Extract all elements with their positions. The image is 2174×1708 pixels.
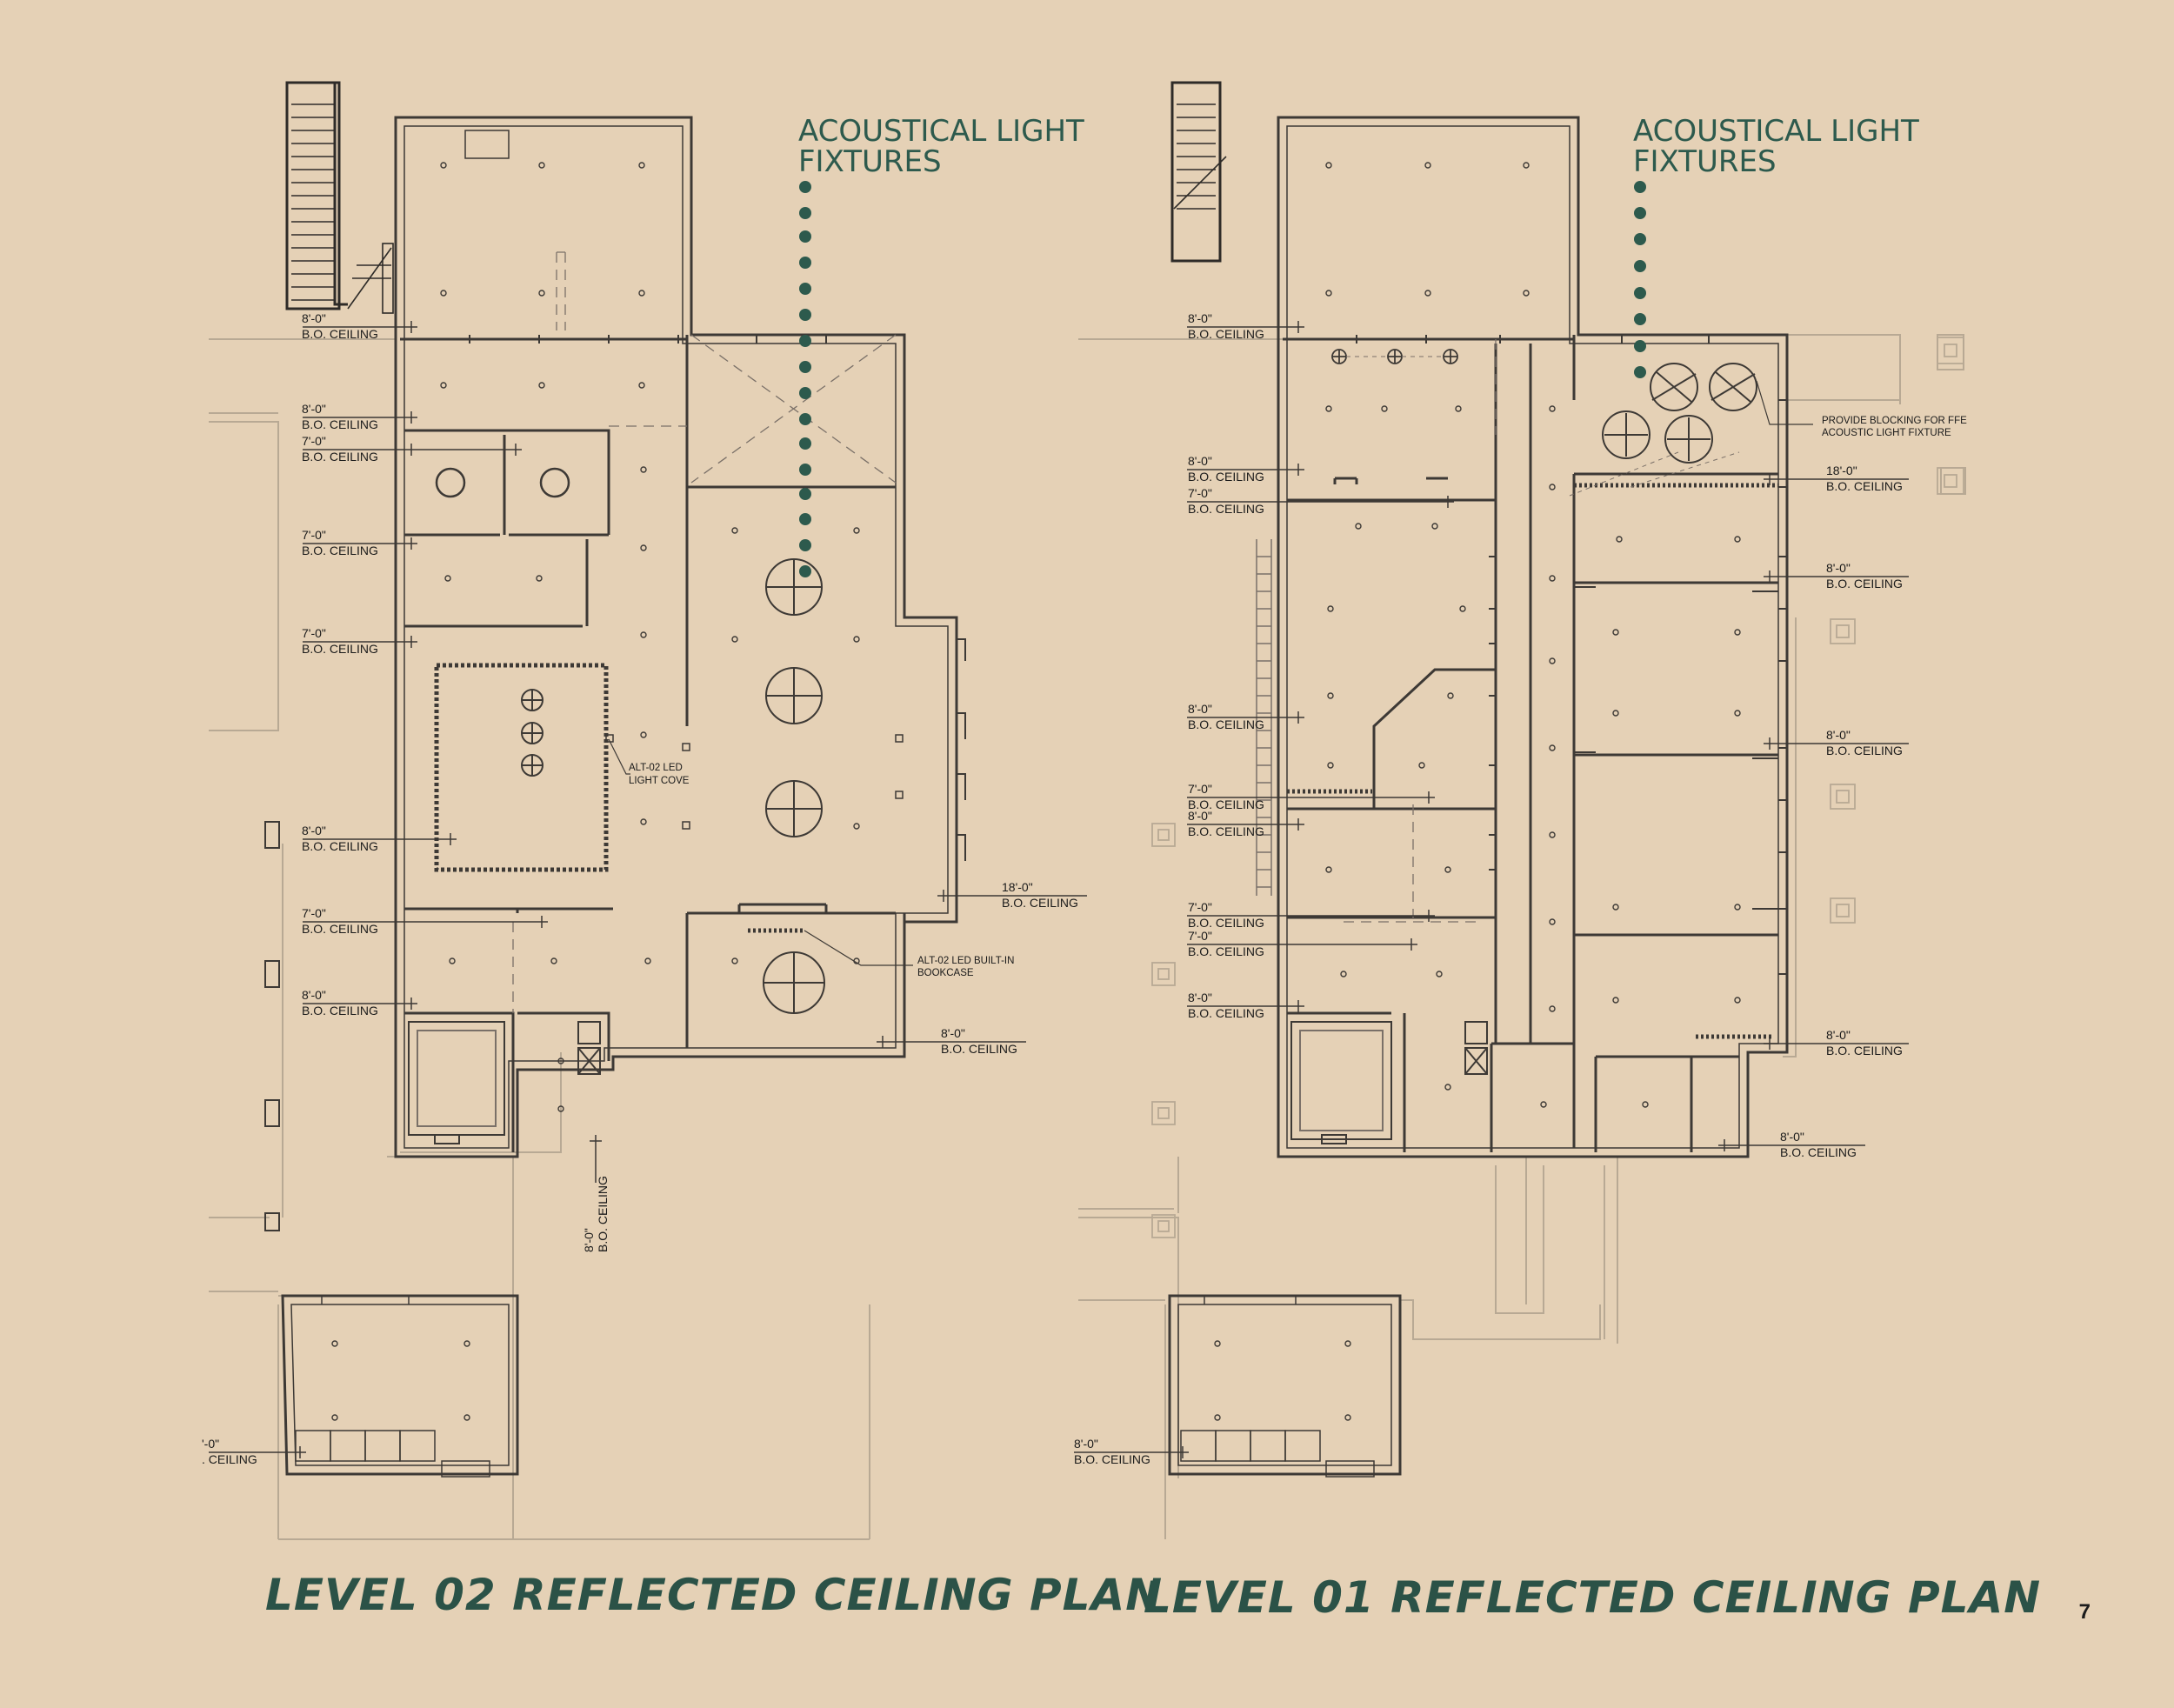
ceiling-tag-height: '-0" xyxy=(202,1437,219,1451)
ceiling-tag-suffix: B.O. CEILING xyxy=(302,417,378,431)
ceiling-tag-height: 18'-0" xyxy=(1002,880,1033,894)
ceiling-tag-suffix: B.O. CEILING xyxy=(1074,1452,1150,1466)
ceiling-tag-height: 7'-0" xyxy=(1188,900,1212,914)
ceiling-tag-height: 8'-0" xyxy=(302,988,326,1002)
bookcase-note-line1: ALT-02 LED BUILT-IN xyxy=(917,956,1014,966)
ceiling-tag-suffix: B.O. CEILING xyxy=(1780,1145,1857,1159)
ceiling-tag-suffix: B.O. CEILING xyxy=(1188,944,1264,958)
ceiling-tag-suffix: B.O. CEILING xyxy=(596,1176,610,1252)
ceiling-tag-suffix: B.O. CEILING xyxy=(1188,470,1264,484)
ceiling-tag-height: 8'-0" xyxy=(1826,561,1851,575)
ceiling-tag-height: 8'-0" xyxy=(302,824,326,837)
level02-labels: ACOUSTICAL LIGHT FIXTURES ALT-02 LED LIG… xyxy=(202,114,1084,1466)
ceiling-tag-height: 8'-0" xyxy=(1188,991,1212,1004)
acoustical-label-line2: FIXTURES xyxy=(1633,144,1777,179)
ceiling-tag-height: 7'-0" xyxy=(302,906,326,920)
ceiling-tag-height: 8'-0" xyxy=(302,311,326,325)
acoustical-label-line1: ACOUSTICAL LIGHT xyxy=(1633,114,1919,149)
cove-note-line2: LIGHT COVE xyxy=(629,776,690,786)
ceiling-tag-suffix: B.O. CEILING xyxy=(1826,1044,1903,1057)
ceiling-tag-height: 8'-0" xyxy=(302,402,326,416)
ceiling-tag-suffix: B.O. CEILING xyxy=(1002,896,1078,910)
ceiling-tag-suffix: . CEILING xyxy=(202,1452,257,1466)
ceiling-tag-suffix: B.O. CEILING xyxy=(1188,916,1264,930)
ceiling-tag-height: 7'-0" xyxy=(302,434,326,448)
ceiling-tag-suffix: B.O. CEILING xyxy=(1826,744,1903,757)
ceiling-tag-suffix: B.O. CEILING xyxy=(302,922,378,936)
level01-labels: ACOUSTICAL LIGHT FIXTURES PROVIDE BLOCKI… xyxy=(1074,114,1967,1466)
level02-title: LEVEL 02 REFLECTED CEILING PLAN xyxy=(265,1570,1164,1620)
blocking-note-line1: PROVIDE BLOCKING FOR FFE xyxy=(1822,416,1967,426)
ceiling-tag-suffix: B.O. CEILING xyxy=(1188,327,1264,341)
level02-plan xyxy=(209,81,1087,1540)
ceiling-tag-suffix: B.O. CEILING xyxy=(302,642,378,656)
ceiling-tag-suffix: B.O. CEILING xyxy=(1188,1006,1264,1020)
ceiling-tag-height: 7'-0" xyxy=(1188,486,1212,500)
ceiling-tag-suffix: B.O. CEILING xyxy=(302,327,378,341)
ceiling-tag-height: 7'-0" xyxy=(1188,929,1212,943)
page-number: 7 xyxy=(2078,1600,2091,1624)
ceiling-tag-height: 8'-0" xyxy=(1188,311,1212,325)
ceiling-tag-height: 7'-0" xyxy=(1188,782,1212,796)
ceiling-tag-height: 8'-0" xyxy=(941,1026,965,1040)
ceiling-tag-height: 8'-0" xyxy=(1826,1028,1851,1042)
ceiling-tag-height: 8'-0" xyxy=(1188,702,1212,716)
ceiling-tag-height: 8'-0" xyxy=(1188,454,1212,468)
acoustical-label-line2: FIXTURES xyxy=(798,144,942,179)
ceiling-tag-height: 18'-0" xyxy=(1826,464,1857,477)
ceiling-tag-suffix: B.O. CEILING xyxy=(1826,577,1903,590)
ceiling-tag-height: 7'-0" xyxy=(302,626,326,640)
ceiling-tag-suffix: B.O. CEILING xyxy=(1826,479,1903,493)
ceiling-tag-height: 8'-0" xyxy=(582,1228,596,1252)
ceiling-tag-height: 8'-0" xyxy=(1826,728,1851,742)
ceiling-tag-suffix: B.O. CEILING xyxy=(941,1042,1017,1056)
ceiling-tag-suffix: B.O. CEILING xyxy=(1188,797,1264,811)
ceiling-tag-suffix: B.O. CEILING xyxy=(1188,717,1264,731)
ceiling-tag-suffix: B.O. CEILING xyxy=(1188,502,1264,516)
ceiling-tag-suffix: B.O. CEILING xyxy=(302,450,378,464)
bookcase-note-line2: BOOKCASE xyxy=(917,968,974,978)
blocking-note-line2: ACOUSTIC LIGHT FIXTURE xyxy=(1822,428,1951,438)
ceiling-tag-height: 7'-0" xyxy=(302,528,326,542)
ceiling-tag-suffix: B.O. CEILING xyxy=(302,839,378,853)
level01-title: LEVEL 01 REFLECTED CEILING PLAN xyxy=(1144,1572,2042,1623)
ceiling-tag-height: 8'-0" xyxy=(1074,1437,1098,1451)
level01-plan xyxy=(1074,81,1966,1539)
ceiling-tag-suffix: B.O. CEILING xyxy=(302,1004,378,1017)
ceiling-tag-height: 8'-0" xyxy=(1188,809,1212,823)
acoustical-label-line1: ACOUSTICAL LIGHT xyxy=(798,114,1084,149)
ceiling-tag-suffix: B.O. CEILING xyxy=(1188,824,1264,838)
ceiling-tag-height: 8'-0" xyxy=(1780,1130,1804,1144)
cove-note-line1: ALT-02 LED xyxy=(629,763,683,773)
ceiling-tag-suffix: B.O. CEILING xyxy=(302,544,378,557)
